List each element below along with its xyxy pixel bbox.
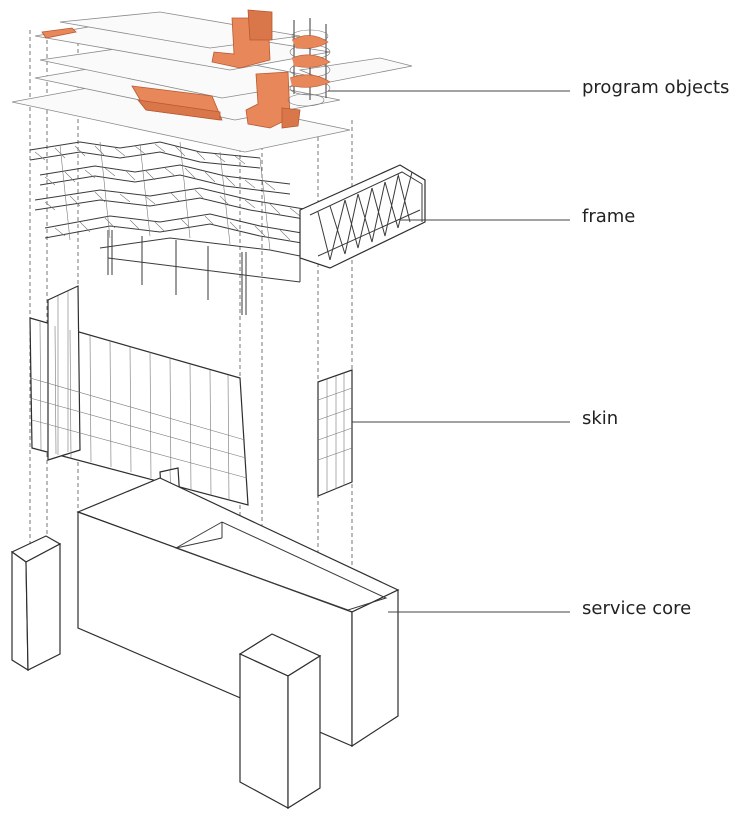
leader-lines xyxy=(328,90,570,613)
spiral-stair xyxy=(287,18,331,107)
frame-layer xyxy=(29,141,426,315)
label-service-core: service core xyxy=(582,598,692,619)
label-program-objects: program objects xyxy=(582,77,729,98)
program-volume xyxy=(137,99,221,121)
label-skin: skin xyxy=(582,408,619,429)
label-frame: frame xyxy=(582,206,636,227)
program-volumes xyxy=(41,9,301,129)
program-volume xyxy=(245,71,291,129)
program-volume xyxy=(247,9,273,41)
service-core-layer xyxy=(10,477,400,810)
program-volume xyxy=(281,107,301,129)
program-objects-layer xyxy=(11,9,413,153)
program-volume xyxy=(41,27,77,39)
